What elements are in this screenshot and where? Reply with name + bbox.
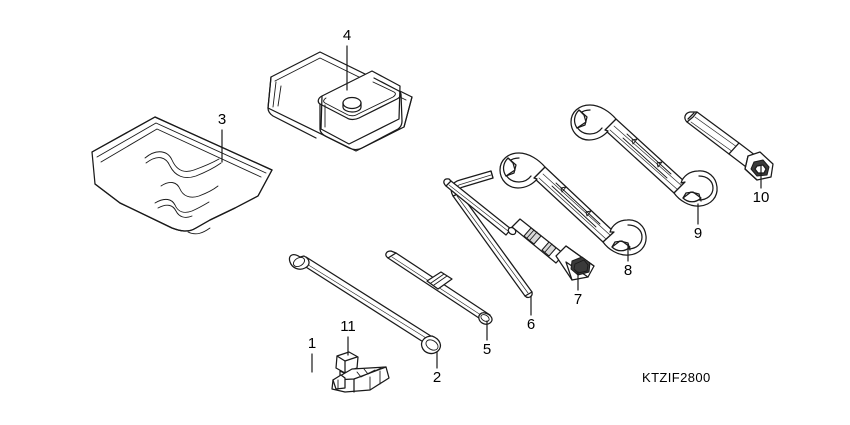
part-9-open-end-wrench-large xyxy=(570,104,718,207)
part-4-tool-pouch xyxy=(267,51,413,152)
part-7-screwdriver-socket xyxy=(443,178,595,281)
callout-number-8: 8 xyxy=(624,262,632,279)
callout-number-2: 2 xyxy=(433,369,441,386)
part-5-rod-with-collar xyxy=(385,250,493,325)
part-code-label: KTZIF2800 xyxy=(642,370,711,385)
callout-number-5: 5 xyxy=(483,341,491,358)
callout-number-6: 6 xyxy=(527,316,535,333)
callout-number-3: 3 xyxy=(218,111,226,128)
callout-number-10: 10 xyxy=(753,189,770,206)
part-10-spark-plug-wrench xyxy=(684,111,774,181)
callout-number-4: 4 xyxy=(343,27,351,44)
callout-number-9: 9 xyxy=(694,225,702,242)
callout-number-1: 1 xyxy=(308,335,316,352)
part-3-plastic-bag xyxy=(91,116,273,235)
callout-number-7: 7 xyxy=(574,291,582,308)
part-2-rod-long xyxy=(288,254,442,355)
part-1-fuse-puller xyxy=(331,366,390,393)
part-8-open-end-wrench-small xyxy=(499,152,647,256)
callout-number-11: 11 xyxy=(340,318,356,335)
